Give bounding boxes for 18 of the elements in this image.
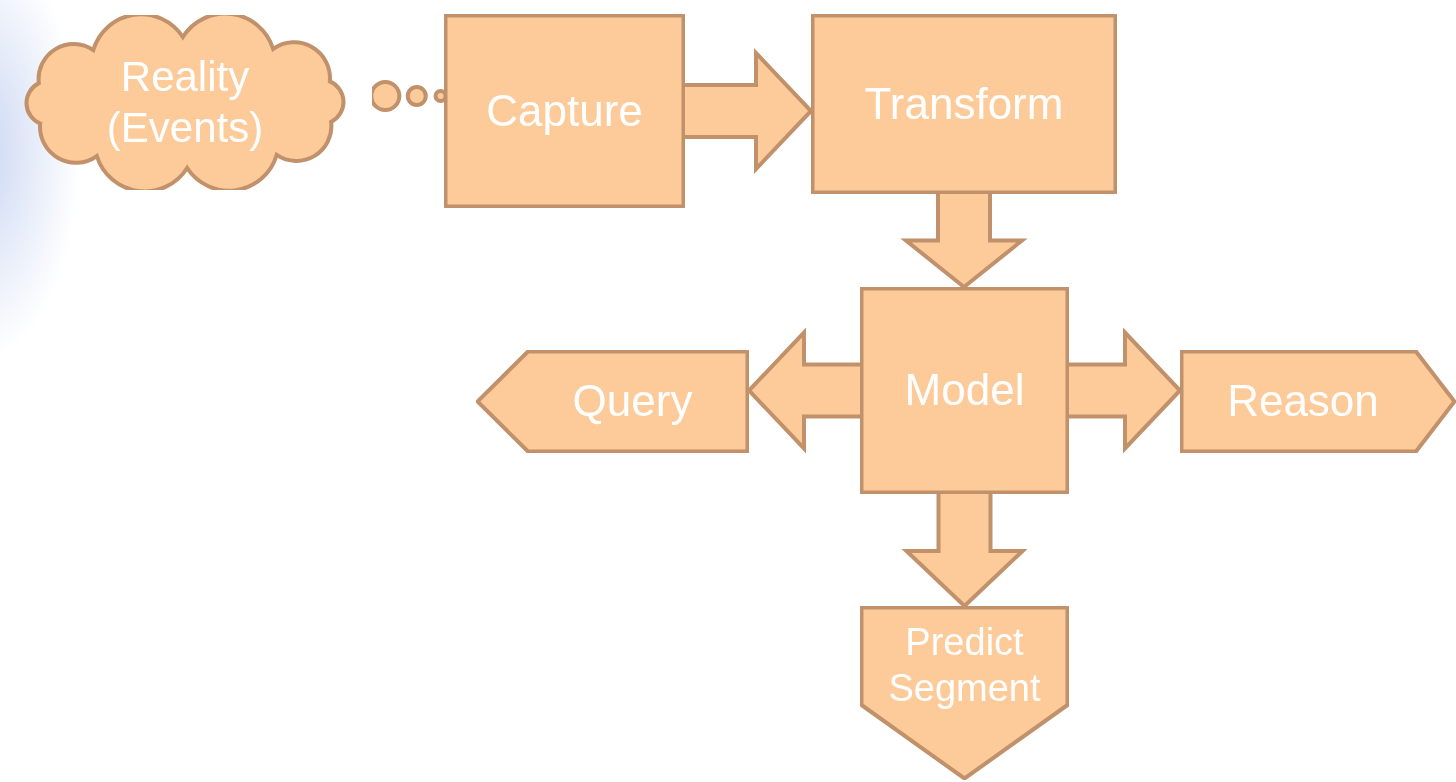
process-box [811, 14, 1117, 194]
pentagon-box [1180, 350, 1456, 453]
node-label: Query [572, 375, 693, 428]
process-box [444, 14, 685, 208]
block-arrow [900, 192, 1028, 290]
node-label: Capture [486, 84, 643, 137]
node-label: Reason [1227, 375, 1379, 428]
pentagon-box [476, 350, 749, 453]
block-arrow [746, 327, 862, 454]
block-arrow [683, 48, 814, 174]
node-label: Model [904, 364, 1025, 417]
block-arrow [901, 492, 1028, 609]
process-box [860, 287, 1069, 494]
pentagon-box [860, 606, 1069, 780]
node-label: Transform [864, 77, 1064, 130]
node-label: Reality (Events) [105, 52, 265, 153]
node-label: Predict Segment [887, 619, 1042, 711]
block-arrow [1067, 327, 1183, 454]
